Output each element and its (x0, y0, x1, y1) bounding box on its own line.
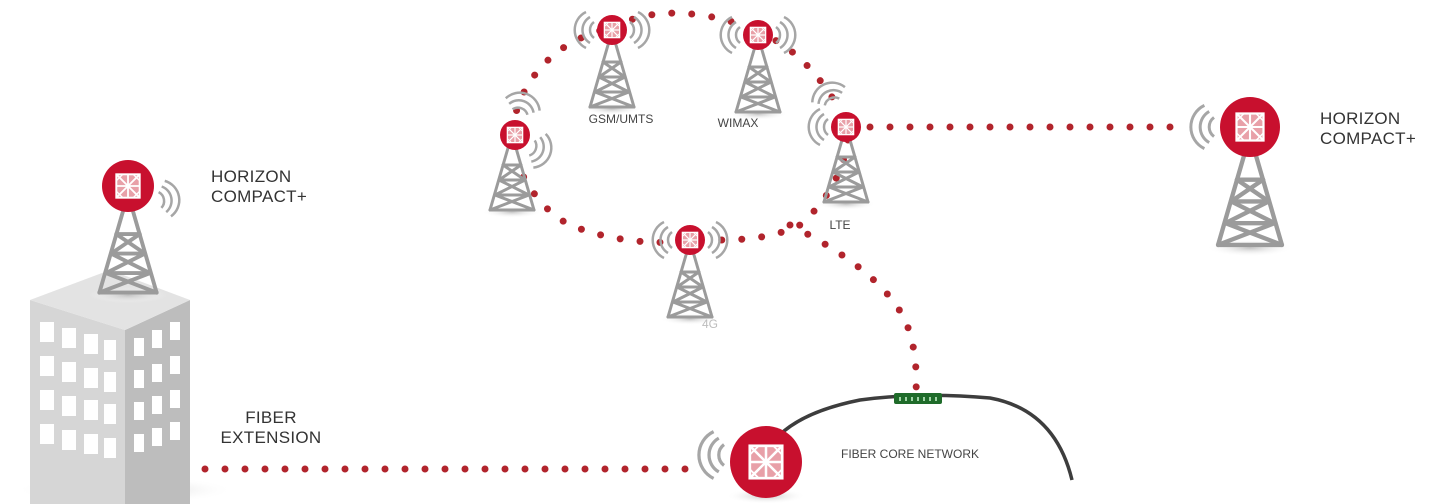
horizon-radio-icon (1220, 97, 1280, 157)
fiber-core-arc (758, 393, 1074, 481)
right-device-label-line1: HORIZON (1320, 109, 1401, 128)
lattice-tower-icon (1207, 155, 1294, 257)
left-device-label: HORIZON COMPACT+ (211, 167, 307, 206)
wifi-arcs-icon (806, 75, 850, 111)
gsm-umts-label: GSM/UMTS (588, 112, 654, 126)
horizon-radio-icon (102, 160, 154, 212)
lattice-tower-icon (658, 253, 722, 327)
ring-link (610, 9, 762, 36)
horizon-radio-icon (831, 112, 861, 142)
ring-link (716, 136, 852, 244)
lattice-tower-icon (480, 146, 544, 220)
wifi-arcs-icon (697, 429, 726, 481)
wifi-arcs-icon (774, 15, 797, 55)
wimax-label: WIMAX (717, 116, 759, 130)
lte-label: LTE (829, 218, 851, 232)
horizon-radio-icon (597, 15, 627, 45)
lattice-tower-icon (87, 210, 169, 305)
wifi-arcs-icon (1189, 103, 1216, 151)
wifi-arcs-icon (501, 86, 545, 120)
horizon-radio-icon (726, 426, 806, 504)
4g-label: 4G (701, 317, 719, 331)
right-device-label: HORIZON COMPACT+ (1320, 109, 1416, 148)
lattice-tower-icon (814, 138, 878, 212)
wifi-arcs-icon (155, 177, 184, 219)
horizon-radio-icon (675, 225, 705, 255)
left-device-label-line1: HORIZON (211, 167, 292, 186)
fiber-drop-link (786, 221, 920, 396)
ring-link (516, 166, 684, 246)
left-device-label-line2: COMPACT+ (211, 186, 308, 206)
horizon-radio-icon (500, 120, 530, 150)
fiber-core-label: FIBER CORE NETWORK (841, 447, 980, 461)
wifi-arcs-icon (573, 10, 596, 50)
lattice-tower-icon (580, 43, 644, 117)
fiber-extension-label-line2: EXTENSION (220, 427, 322, 447)
right-device-label-line2: COMPACT+ (1320, 128, 1417, 148)
wifi-arcs-icon (524, 129, 558, 173)
wifi-arcs-icon (807, 107, 830, 147)
office-building-icon (15, 270, 235, 504)
fiber-connector-icon (894, 393, 942, 404)
horizon-radio-icon (743, 20, 773, 50)
lattice-tower-icon (726, 48, 790, 122)
fiber-extension-label: FIBER EXTENSION (221, 408, 322, 447)
fiber-extension-label-line1: FIBER (245, 408, 297, 427)
